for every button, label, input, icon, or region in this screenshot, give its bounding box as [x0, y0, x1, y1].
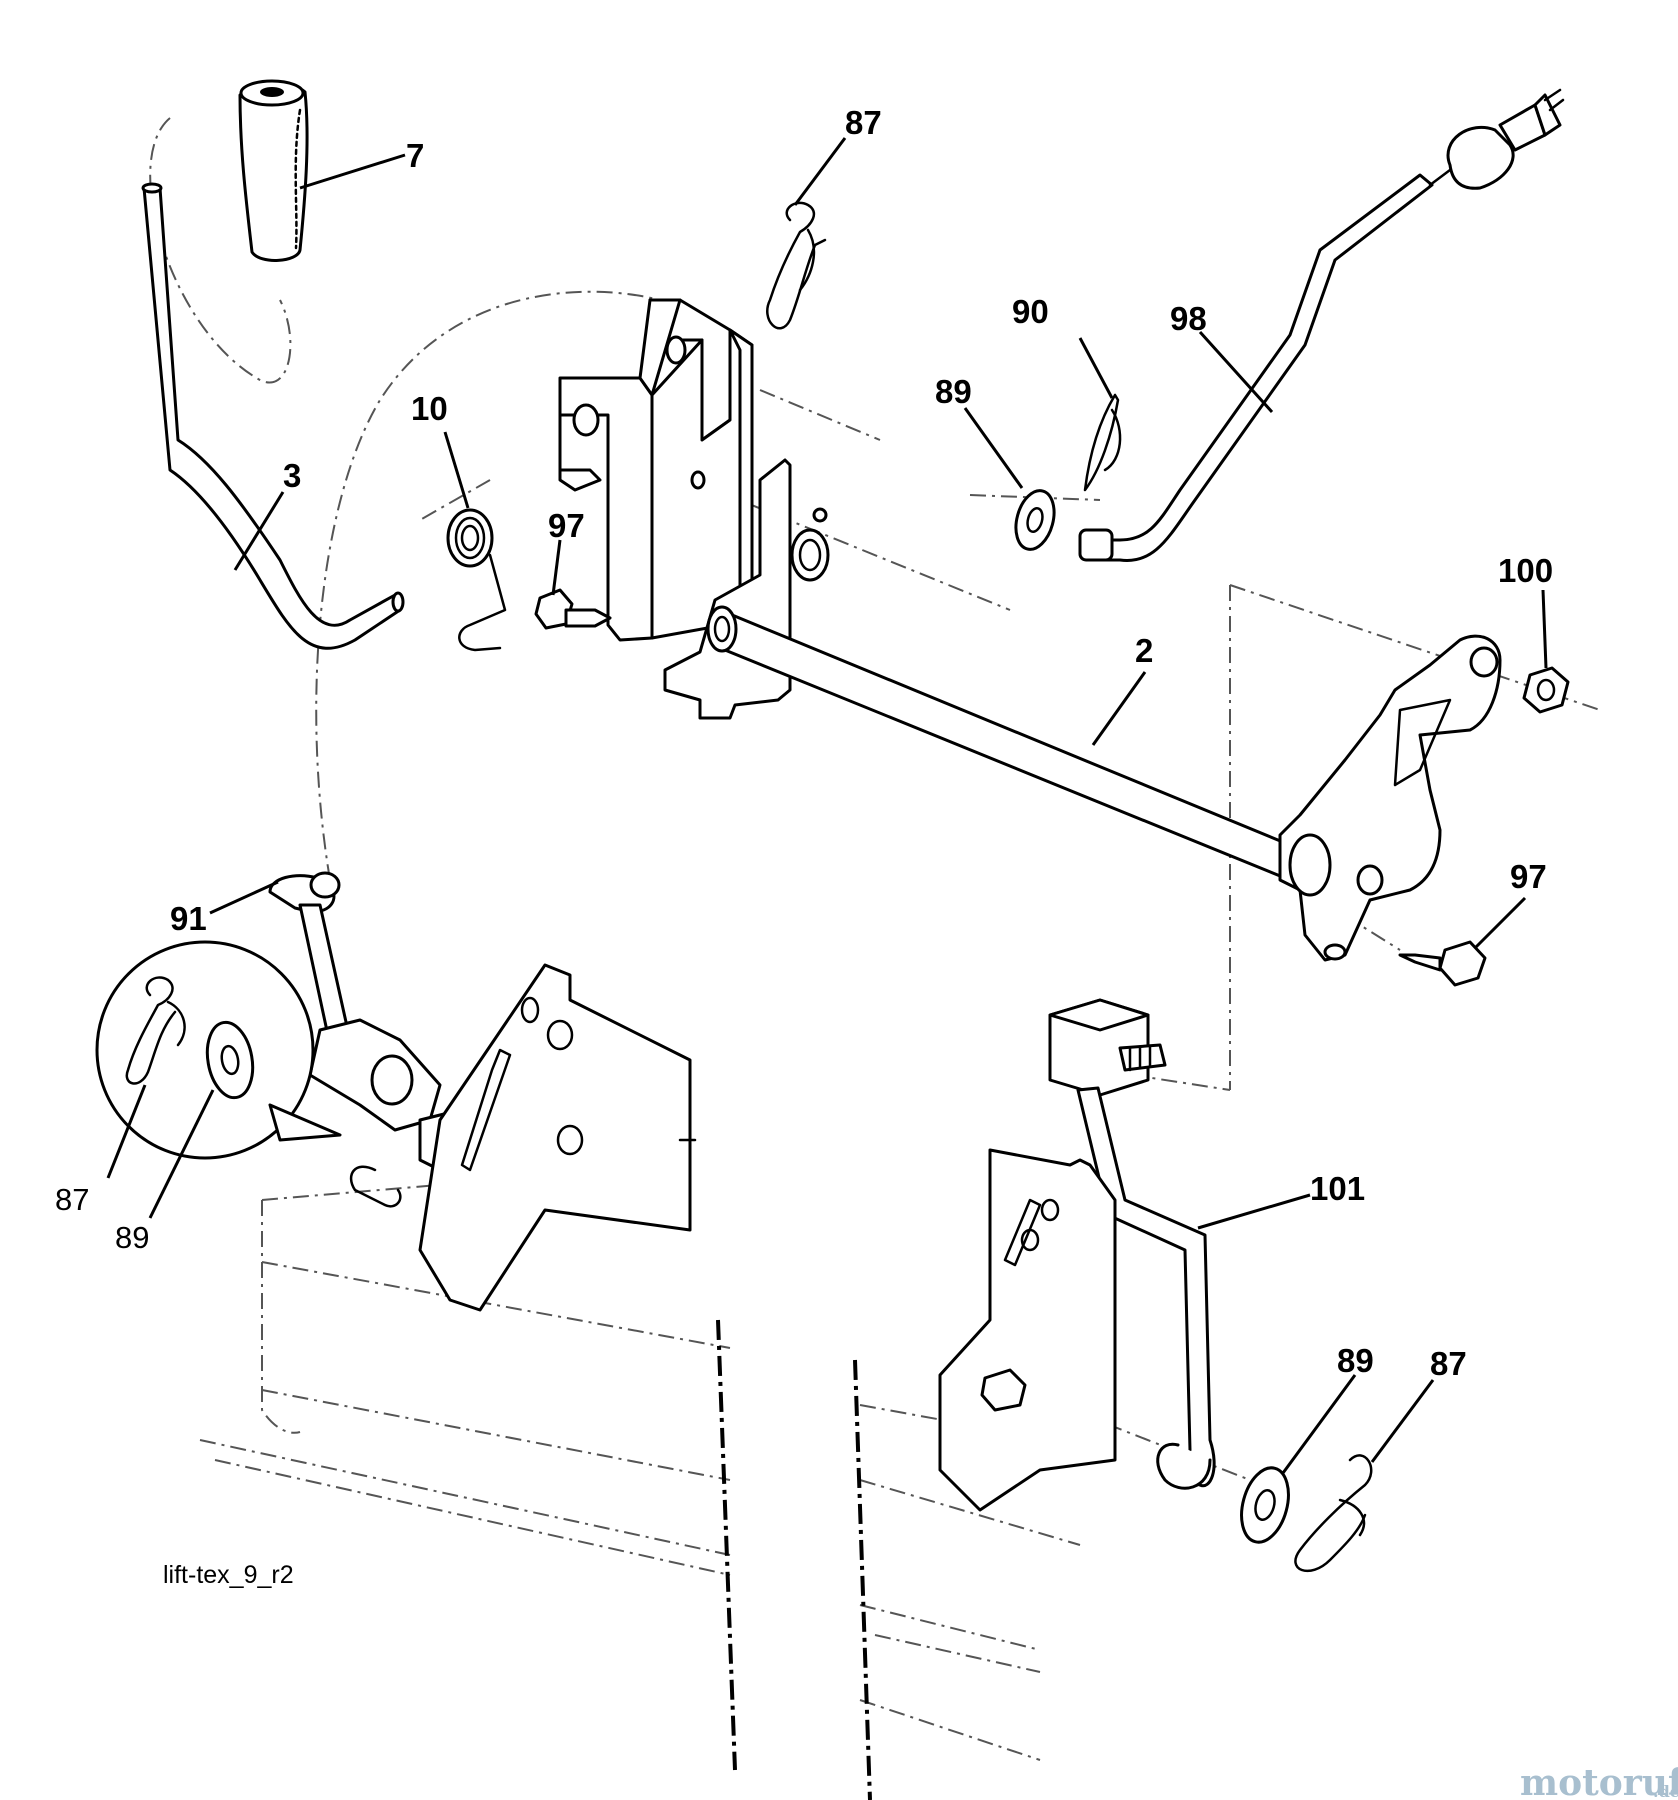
callout-97-top: 97 — [548, 507, 585, 544]
callout-7: 7 — [406, 137, 424, 174]
callout-89-top: 89 — [935, 373, 972, 410]
part-90-clip — [1083, 393, 1122, 492]
callout-labels: 7 87 90 98 89 10 3 97 2 100 91 97 87 89 … — [55, 104, 1553, 1382]
callout-91: 91 — [170, 900, 207, 937]
callout-98: 98 — [1170, 300, 1207, 337]
part-7-handle-grip — [238, 79, 309, 262]
part-89-washer-bottom — [1240, 1466, 1290, 1544]
callout-87-top: 87 — [845, 104, 882, 141]
leader-lines — [106, 137, 1548, 1474]
part-3-lift-handle — [141, 182, 405, 650]
callout-97-right: 97 — [1510, 858, 1547, 895]
callout-89-inset: 89 — [115, 1220, 149, 1255]
part-101-lift-link — [1048, 998, 1216, 1490]
callout-100: 100 — [1498, 552, 1553, 589]
callout-87-bottom: 87 — [1430, 1345, 1467, 1382]
part-10-spring — [446, 508, 507, 652]
left-deck-bracket — [418, 963, 697, 1312]
part-89-washer-top — [1014, 489, 1056, 551]
callout-89-bottom: 89 — [1337, 1342, 1374, 1379]
callout-101: 101 — [1310, 1170, 1365, 1207]
callout-87-inset: 87 — [55, 1182, 89, 1217]
callout-3: 3 — [283, 457, 301, 494]
drawing-code: lift-tex_9_r2 — [163, 1561, 294, 1589]
watermark: motoruf .de — [1520, 1762, 1678, 1800]
part-87-clip-top — [766, 201, 827, 330]
part-2-cross-shaft — [706, 605, 1502, 962]
part-87-clip-bottom-right — [1294, 1454, 1373, 1572]
callout-2: 2 — [1135, 632, 1153, 669]
callout-90: 90 — [1012, 293, 1049, 330]
watermark-brand: motoruf — [1520, 1762, 1678, 1800]
guide-lines — [149, 117, 1601, 1800]
callout-10: 10 — [411, 390, 448, 427]
part-97-bolt-top — [534, 588, 612, 630]
part-98-link-rod — [1078, 88, 1565, 563]
right-deck-bracket — [938, 1148, 1117, 1512]
detail-inset — [95, 940, 342, 1160]
part-97-bolt-right — [1398, 940, 1487, 987]
watermark-tld: .de — [1653, 1782, 1678, 1800]
part-100-nut — [1522, 666, 1570, 714]
